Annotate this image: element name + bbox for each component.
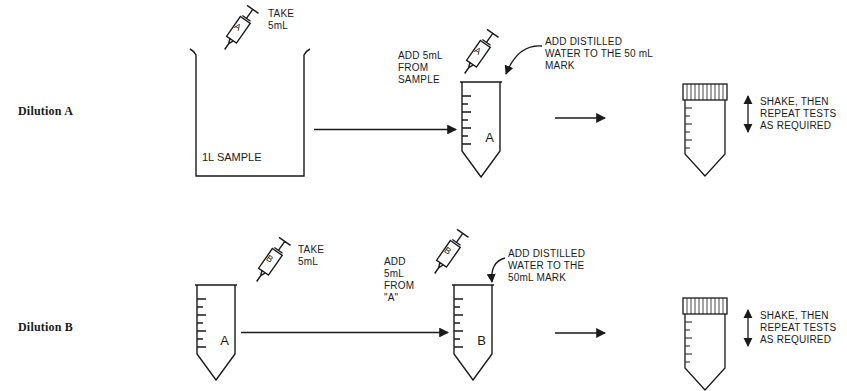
step-arrow bbox=[555, 117, 605, 118]
row-heading: Dilution B bbox=[18, 320, 98, 334]
handwritten-note: TAKE 5mL bbox=[268, 8, 310, 32]
handwritten-note: SHAKE, THEN REPEAT TESTS AS REQUIRED bbox=[760, 96, 842, 132]
handwritten-note: ADD 5mL FROM "A" bbox=[384, 256, 428, 304]
handwritten-note: TAKE 5mL bbox=[298, 244, 340, 268]
centrifuge-tube: B bbox=[452, 285, 494, 380]
vessel-letter: A bbox=[472, 46, 483, 58]
pointer-arrow bbox=[492, 258, 505, 282]
centrifuge-tube: A bbox=[195, 285, 237, 380]
vessel-letter: B bbox=[477, 334, 486, 348]
tube-outline bbox=[195, 285, 237, 380]
syringe: A bbox=[457, 27, 500, 78]
capped-tube bbox=[683, 298, 727, 390]
capped-tube bbox=[683, 84, 727, 176]
row-heading: Dilution A bbox=[18, 104, 98, 118]
tube-outline bbox=[452, 285, 494, 380]
sample-beaker: 1L SAMPLE bbox=[190, 45, 310, 177]
step-arrow bbox=[555, 332, 605, 333]
handwritten-note: ADD 5mL FROM SAMPLE bbox=[398, 50, 446, 86]
step-arrow bbox=[314, 129, 456, 130]
vessel-label: 1L SAMPLE bbox=[202, 151, 262, 163]
vessel-letter: A bbox=[485, 131, 494, 145]
handwritten-note: ADD DISTILLED WATER TO THE 50 mL MARK bbox=[545, 36, 653, 72]
shake-arrow bbox=[747, 96, 748, 132]
vessel-letter: B bbox=[264, 254, 275, 266]
syringe: B bbox=[249, 235, 292, 286]
handwritten-note: SHAKE, THEN REPEAT TESTS AS REQUIRED bbox=[760, 310, 842, 346]
vessel-letter: A bbox=[232, 22, 243, 34]
vessel-letter: A bbox=[220, 334, 229, 348]
vessel-letter: B bbox=[442, 246, 453, 258]
step-arrow bbox=[241, 332, 448, 333]
centrifuge-tube: A bbox=[460, 82, 502, 177]
syringe: A bbox=[217, 3, 260, 54]
tube-outline bbox=[460, 82, 502, 177]
shake-arrow bbox=[747, 310, 748, 346]
handwritten-note: ADD DISTILLED WATER TO THE 50mL MARK bbox=[508, 248, 592, 284]
syringe: B bbox=[427, 227, 470, 278]
pointer-arrow bbox=[506, 46, 542, 74]
